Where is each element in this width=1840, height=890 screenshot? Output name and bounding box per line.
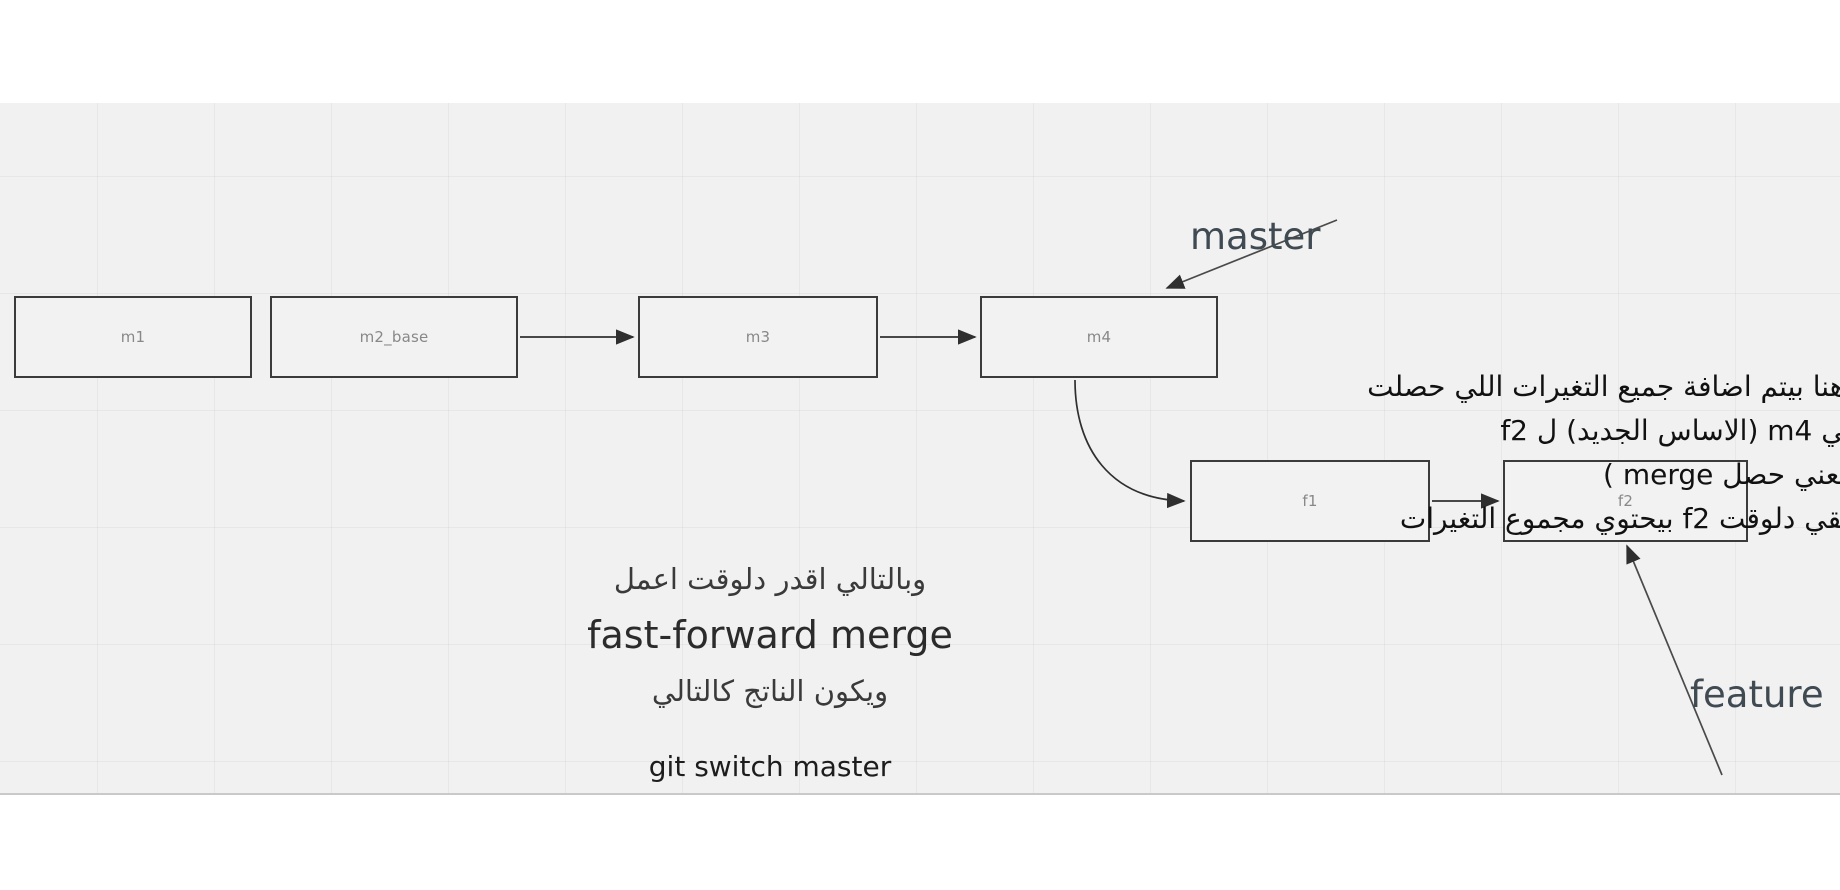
annotation-fast-forward: وبالتالي اقدر دلوقت اعمل fast-forward me…: [560, 553, 980, 717]
diagram-canvas[interactable]: m1 m2_base m3 m4 f1 f2 master feature وه…: [0, 103, 1840, 795]
node-f2[interactable]: f2: [1503, 460, 1748, 542]
node-m4[interactable]: m4: [980, 296, 1218, 378]
branch-label-master[interactable]: master: [1190, 215, 1321, 258]
node-label: m1: [120, 328, 146, 346]
annotation-line-3: (يعني حصل merge ): [1603, 458, 1840, 491]
annotation-center-line-1: وبالتالي اقدر دلوقت اعمل: [613, 562, 927, 596]
annotation-center-line-3: ويكون الناتج كالتالي: [651, 674, 889, 708]
annotation-line-4: يبقي دلوقت f2 بيحتوي مجموع التغيرات: [1399, 502, 1840, 535]
node-label: m3: [745, 328, 771, 346]
annotation-line-1: وهنا بيتم اضافة جميع التغيرات اللي حصلت: [1367, 370, 1840, 403]
annotation-center-line-2: fast-forward merge: [587, 613, 953, 657]
git-commands-block: git switch master git merge feature: [560, 743, 980, 793]
pointer-feature: [1626, 544, 1723, 776]
git-command-merge: git merge feature: [560, 791, 980, 793]
edge-m4-f1: [1074, 379, 1186, 509]
node-m3[interactable]: m3: [638, 296, 878, 378]
git-command-switch: git switch master: [648, 750, 892, 783]
node-m1[interactable]: m1: [14, 296, 252, 378]
node-label: f2: [1617, 492, 1634, 510]
annotation-merge-note: وهنا بيتم اضافة جميع التغيرات اللي حصلت …: [1367, 365, 1840, 541]
node-label: f1: [1302, 492, 1318, 510]
annotation-line-2: في m4 (الاساس الجديد) ل f2: [1500, 414, 1840, 447]
node-f1[interactable]: f1: [1190, 460, 1430, 542]
branch-label-feature[interactable]: feature: [1690, 673, 1824, 716]
node-m2-base[interactable]: m2_base: [270, 296, 518, 378]
node-label: m4: [1086, 328, 1112, 346]
node-label: m2_base: [359, 328, 429, 346]
